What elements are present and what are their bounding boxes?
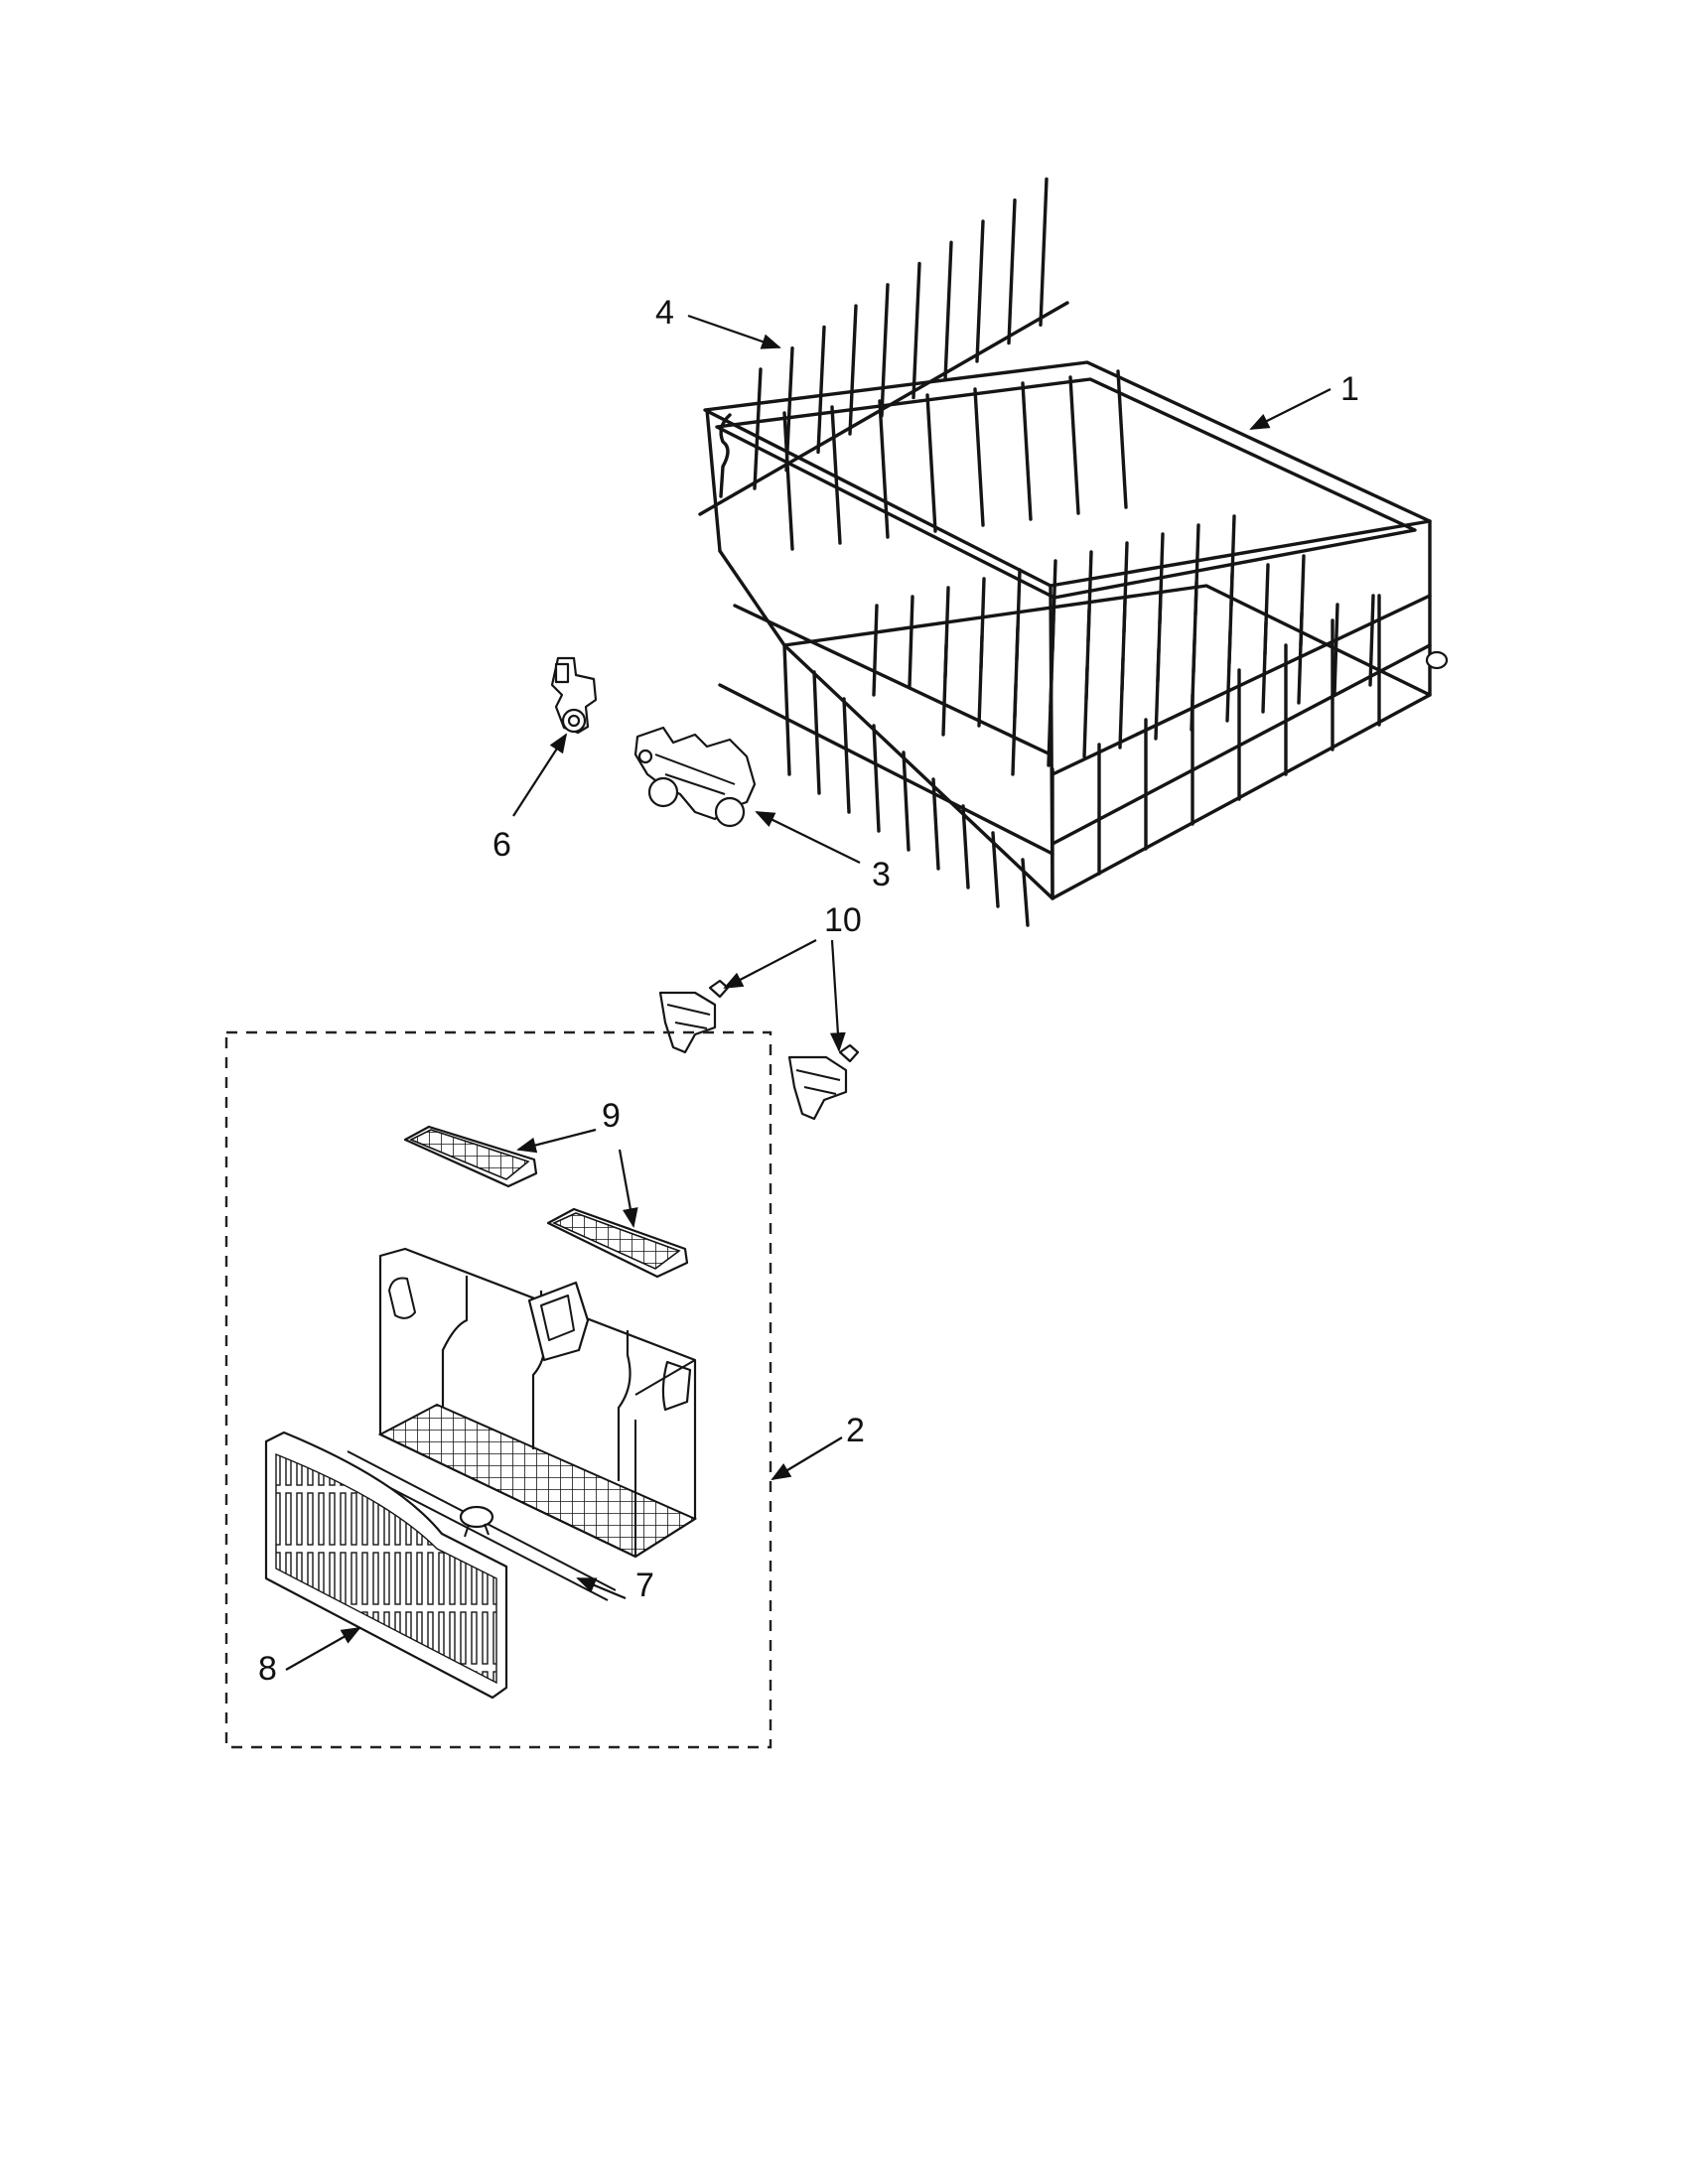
svg-text:8: 8: [258, 1650, 277, 1688]
callout-7: 7: [576, 1567, 654, 1604]
callout-9: 9: [516, 1097, 638, 1228]
svg-text:7: 7: [635, 1567, 654, 1604]
svg-text:10: 10: [824, 901, 862, 939]
basket-body-part: [377, 1247, 698, 1559]
callout-4: 4: [655, 294, 781, 349]
basket-lid-part-right: [546, 1207, 689, 1279]
svg-text:4: 4: [655, 294, 674, 332]
wheel-assembly-part: [633, 726, 757, 828]
basket-lid-part-left: [403, 1125, 538, 1188]
rack-clip-part: [550, 656, 598, 735]
callout-2: 2: [771, 1412, 865, 1481]
callouts: 1 4 6 3 10 9 2 7: [258, 294, 1359, 1688]
callout-3: 3: [755, 811, 891, 893]
callout-8: 8: [258, 1627, 361, 1688]
svg-text:3: 3: [872, 856, 891, 893]
callout-10: 10: [723, 901, 862, 1052]
svg-text:9: 9: [602, 1097, 621, 1135]
tine-row-part: [698, 177, 1069, 516]
svg-text:2: 2: [846, 1412, 865, 1449]
dish-rack-part: [703, 360, 1449, 927]
front-cover-part: [264, 1431, 508, 1700]
basket-assembly-boundary: [224, 1030, 772, 1749]
callout-6: 6: [492, 733, 568, 864]
callout-1: 1: [1249, 370, 1359, 430]
hook-part-left: [658, 979, 730, 1054]
hook-part-right: [787, 1043, 860, 1121]
svg-text:1: 1: [1340, 370, 1359, 408]
svg-text:6: 6: [492, 826, 511, 864]
